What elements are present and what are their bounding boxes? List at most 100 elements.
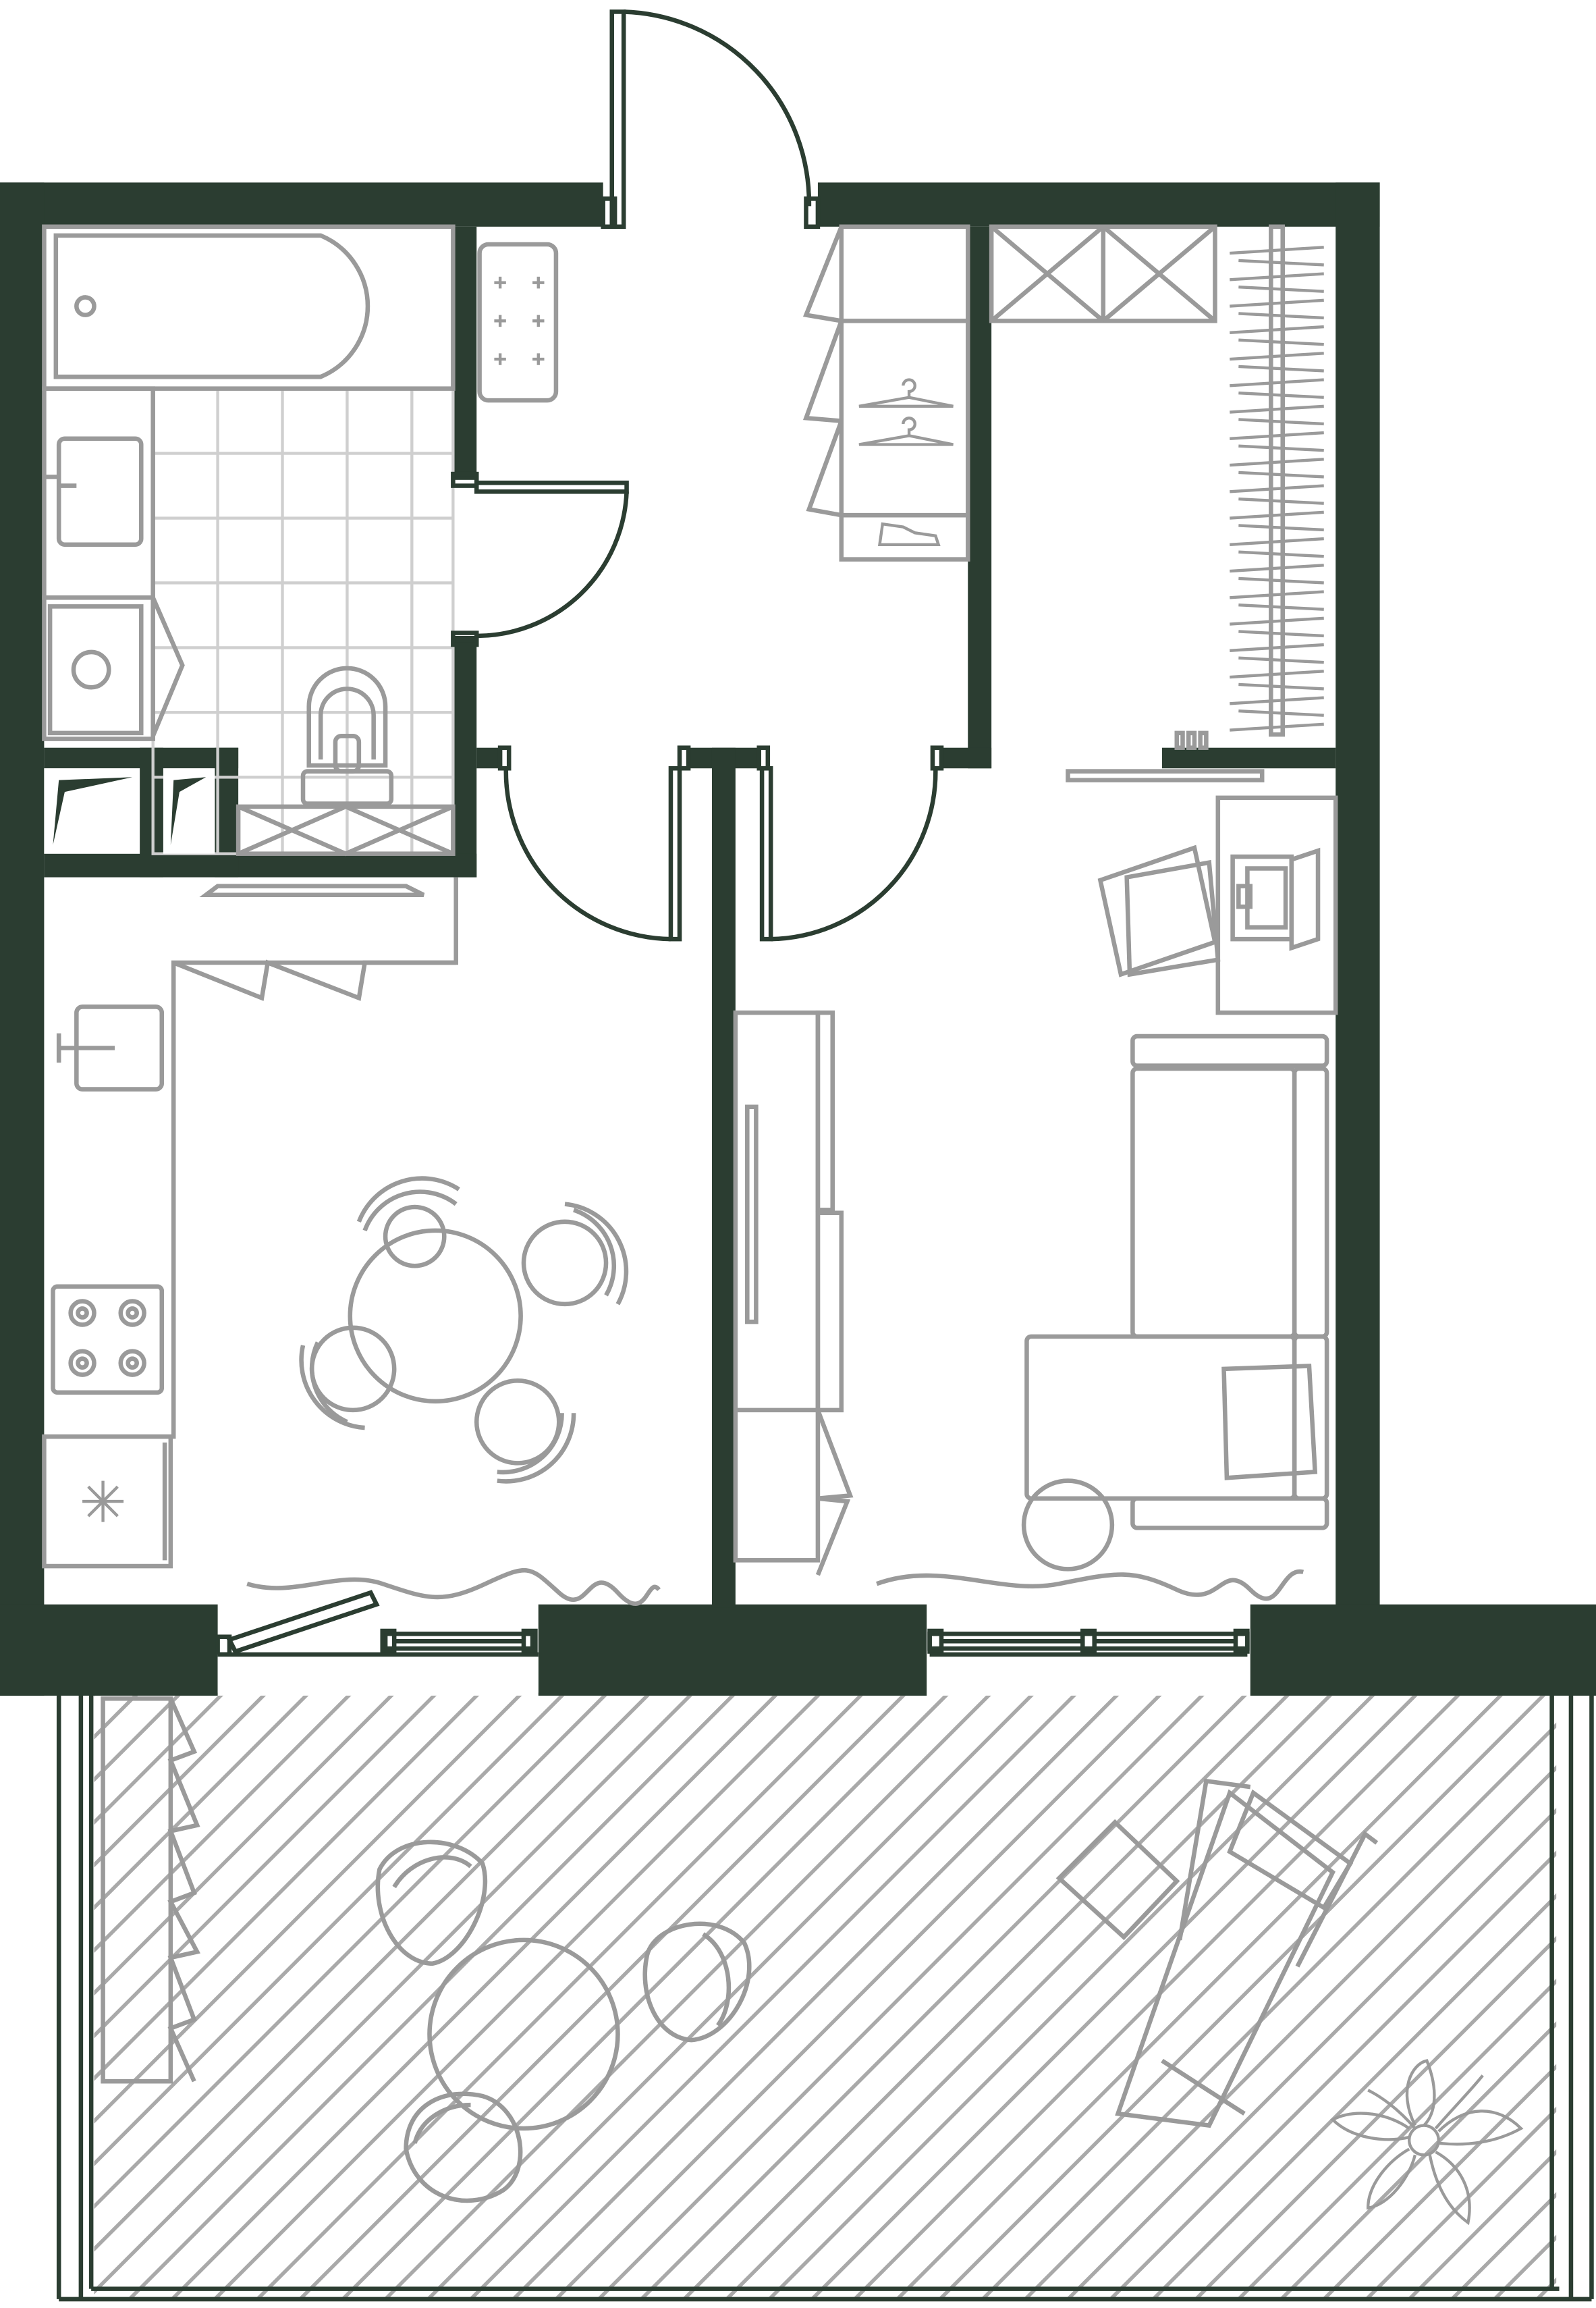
hanging-garment (1238, 550, 1324, 558)
hatch-line (254, 1695, 863, 2299)
hanging-garment (1230, 378, 1324, 387)
hanging-garment (1238, 392, 1324, 399)
plus-mark (494, 315, 506, 327)
hatch-line (94, 1695, 565, 2167)
hanging-garment (1238, 498, 1324, 505)
desk-icon (1215, 795, 1338, 1015)
hatch-line (767, 1695, 1375, 2299)
toilet-icon (300, 666, 394, 806)
hatch-line (638, 1695, 1247, 2299)
hanging-garment (1230, 298, 1324, 308)
hatch-line (553, 1695, 1162, 2299)
hanging-garment (1238, 709, 1324, 717)
hanging-garment (1230, 325, 1324, 334)
hatch-line (0, 1693, 53, 2308)
bathroom-cabinet (236, 804, 456, 857)
hanging-garment (1238, 656, 1324, 664)
hanging-garment (1238, 576, 1324, 585)
shoe-icon (877, 522, 941, 546)
hatch-line (510, 1695, 1120, 2299)
hatch-line (425, 1695, 1034, 2299)
tv-cabinet (733, 1010, 854, 1576)
hanging-garment (1238, 365, 1324, 373)
sun-lounger-icon (1115, 1778, 1379, 2128)
hanging-garment (1230, 590, 1324, 599)
hatch-line (94, 1695, 693, 2294)
balcony-railing (56, 1692, 1594, 2302)
hatch-line (809, 1695, 1418, 2299)
hatch-line (169, 1695, 778, 2299)
hatch-line (1151, 1893, 1557, 2299)
plus-mark (494, 353, 506, 365)
hatch-line (0, 1693, 10, 2308)
dining-table-icon (299, 1176, 629, 1484)
balcony-floor-hatch (0, 1693, 1557, 2308)
hanging-garment (1238, 338, 1324, 346)
washing-machine-icon (42, 595, 185, 741)
living-balcony-window (927, 1628, 1250, 1693)
windows (215, 1590, 1250, 1693)
hatch-line (94, 1695, 267, 1868)
hanging-garment (1230, 537, 1324, 546)
hanging-garment (1230, 458, 1324, 467)
hanging-garment (1238, 418, 1324, 426)
hatch-line (126, 1695, 736, 2299)
cooker-hood-icon (199, 884, 425, 898)
hanging-garment (1238, 444, 1324, 452)
hatch-line (340, 1695, 949, 2299)
hatch-line (894, 1695, 1504, 2299)
hatch-line (468, 1695, 1077, 2299)
hatch-line (937, 1695, 1546, 2299)
hall-wardrobe (802, 224, 970, 562)
plus-mark (532, 353, 545, 365)
hanging-garment (1238, 259, 1324, 267)
walls (0, 182, 1596, 1696)
balcony-storage-cabinet (101, 1696, 200, 2084)
hanging-garment (1238, 630, 1324, 638)
hanging-garment (1230, 616, 1324, 626)
hatch-line (94, 1695, 607, 2209)
plus-mark (532, 276, 545, 289)
living-room-door (756, 745, 944, 942)
hatch-line (1278, 2021, 1557, 2299)
bathroom (42, 224, 456, 857)
hatch-line (1321, 2064, 1557, 2299)
hanging-garment (1238, 471, 1324, 479)
hatch-line (383, 1695, 991, 2299)
walk-in-closet (989, 224, 1324, 782)
kitchen-balcony-door (215, 1590, 538, 1657)
bathroom-sink-icon (42, 386, 155, 600)
hatch-line (1236, 1979, 1557, 2299)
hanging-garment (1230, 484, 1324, 493)
hatch-line (681, 1695, 1290, 2299)
hanging-garment (1230, 643, 1324, 652)
hatch-line (596, 1695, 1205, 2299)
hatch-line (94, 1695, 650, 2252)
living-curtain (876, 1569, 1304, 1601)
hatch-line (1449, 2192, 1557, 2299)
hatch-line (980, 1722, 1557, 2299)
hanging-garment (1238, 682, 1324, 691)
hatch-line (94, 1695, 437, 2039)
hanging-garment (1238, 524, 1324, 532)
hatch-line (212, 1695, 821, 2299)
kitchen-curtain (246, 1567, 661, 1606)
hanging-garment (1230, 431, 1324, 440)
balcony (101, 1696, 1524, 2226)
hanging-garment (1230, 246, 1324, 255)
kitchen-door (497, 745, 691, 942)
balcony-dining-set-icon (375, 1840, 752, 2203)
plus-mark (532, 315, 545, 327)
hanging-garment (1238, 603, 1324, 611)
ventilation-shaft-icon (44, 768, 215, 854)
hanging-garment (1230, 352, 1324, 361)
clothes-rail-icon (1230, 246, 1324, 732)
sofa-icon (1021, 1034, 1329, 1572)
living-room (733, 795, 1338, 1601)
hatch-line (1065, 1808, 1557, 2299)
hatch-line (1364, 2106, 1557, 2299)
hatch-line (1406, 2149, 1557, 2299)
potted-plant-icon (1330, 2059, 1524, 2226)
fridge-icon (42, 1434, 173, 1569)
